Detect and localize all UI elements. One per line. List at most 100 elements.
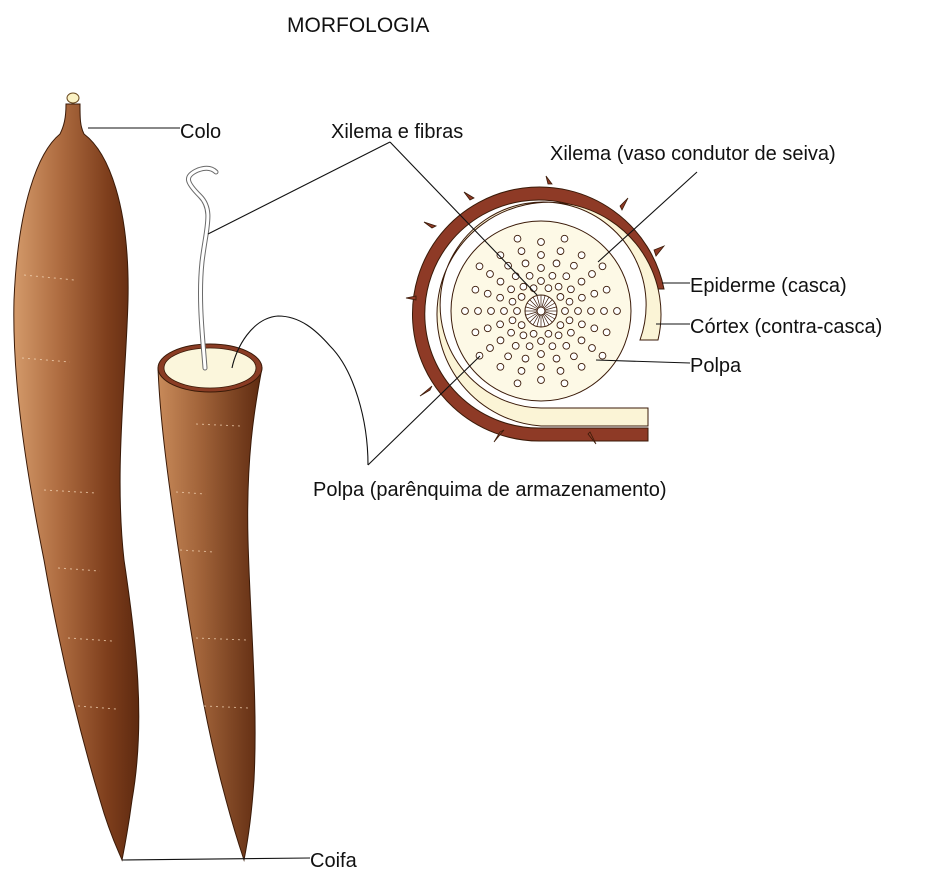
xylem-vessel — [579, 294, 586, 301]
xylem-vessel — [578, 337, 585, 344]
xylem-vessel — [509, 317, 516, 324]
xylem-vessel — [578, 252, 585, 259]
xylem-vessel — [579, 321, 586, 328]
xylem-vessel — [563, 273, 570, 280]
xylem-vessel — [562, 308, 569, 315]
xylem-vessel — [512, 342, 519, 349]
whole-root — [14, 93, 139, 860]
xylem-vessel — [488, 308, 495, 315]
xylem-vessel — [557, 322, 564, 329]
xylem-vessel — [518, 368, 525, 375]
label-colo: Colo — [180, 121, 221, 143]
xylem-vessel — [568, 286, 575, 293]
xylem-vessel — [514, 235, 521, 242]
label-polpa-parenquima: Polpa (parênquima de armazenamento) — [313, 479, 667, 501]
root-neck-cap — [67, 93, 79, 103]
label-coifa: Coifa — [310, 850, 358, 872]
xylem-vessel — [472, 286, 479, 293]
xylem-vessel — [497, 294, 504, 301]
xylem-vessel — [505, 353, 512, 360]
xylem-vessel — [588, 308, 595, 315]
xylem-vessel — [553, 355, 560, 362]
xylem-vessel — [561, 235, 568, 242]
xylem-vessel — [509, 298, 516, 305]
xylem-vessel — [508, 286, 515, 293]
xylem-vessel — [591, 290, 598, 297]
xylem-vessel — [603, 329, 610, 336]
xylem-vessel — [571, 353, 578, 360]
root-cross-section — [406, 176, 664, 444]
xylem-vessel — [522, 355, 529, 362]
xylem-vessel — [589, 345, 596, 352]
label-epiderme: Epiderme (casca) — [690, 275, 847, 297]
xylem-vessel — [549, 272, 556, 279]
xylem-vessel — [538, 278, 545, 285]
xylem-vessel — [475, 308, 482, 315]
xylem-vessel — [484, 325, 491, 332]
xylem-vessel — [538, 265, 545, 272]
xylem-vessel — [512, 273, 519, 280]
xylem-vessel — [557, 368, 564, 375]
xylem-vessel — [476, 263, 483, 270]
xylem-vessel — [566, 298, 573, 305]
xylem-vessel — [514, 380, 521, 387]
xylem-vessel — [472, 329, 479, 336]
xylem-vessel — [538, 377, 545, 384]
xylem-vessel — [497, 363, 504, 370]
xylem-vessel — [538, 239, 545, 246]
xylem-vessel — [508, 329, 515, 336]
xylem-vessel — [599, 263, 606, 270]
xylem-vessel — [497, 321, 504, 328]
cut-root — [158, 168, 262, 860]
xylem-vessel — [484, 290, 491, 297]
xylem-vessel — [462, 308, 469, 315]
xylem-vessel — [497, 337, 504, 344]
xylem-vessel — [538, 351, 545, 358]
xylem-vessel — [599, 352, 606, 359]
xylem-vessel — [589, 271, 596, 278]
xylem-vessel — [555, 283, 562, 290]
xylem-vessel — [557, 248, 564, 255]
xylem-vessel — [566, 317, 573, 324]
xylem-vessel — [545, 285, 552, 292]
xylem-vessel — [601, 308, 608, 315]
xylem-vessel — [514, 308, 521, 315]
cut-surface-flesh — [164, 348, 256, 388]
xylem-vessel — [538, 364, 545, 371]
xylem-vessel — [538, 338, 545, 345]
label-xilema-vaso: Xilema (vaso condutor de seiva) — [550, 143, 836, 165]
label-xilema-fibras: Xilema e fibras — [331, 121, 463, 143]
xylem-vessel — [538, 252, 545, 259]
xylem-vessel — [614, 308, 621, 315]
xylem-vessel — [571, 262, 578, 269]
label-cortex: Córtex (contra-casca) — [690, 316, 882, 338]
xylem-vessel — [575, 308, 582, 315]
xylem-vessel — [561, 380, 568, 387]
label-polpa: Polpa — [690, 355, 742, 377]
xylem-vessel — [591, 325, 598, 332]
xylem-vessel — [563, 342, 570, 349]
xylem-vessel — [557, 294, 564, 301]
xylem-vessel — [545, 330, 552, 337]
xylem-vessel — [518, 294, 525, 301]
leader-xilema-fibras-a — [208, 142, 390, 234]
xylem-vessel — [497, 278, 504, 285]
xylem-vessel — [487, 271, 494, 278]
xylem-vessel — [530, 330, 537, 337]
xylem-vessel — [501, 308, 508, 315]
xylem-vessel — [549, 343, 556, 350]
xylem-vessel — [520, 283, 527, 290]
xylem-vessel — [555, 332, 562, 339]
xylem-vessel — [526, 272, 533, 279]
xylem-vessel — [522, 260, 529, 267]
xylem-vessel — [518, 322, 525, 329]
xylem-vessel — [553, 260, 560, 267]
xylem-vessel — [526, 343, 533, 350]
leader-coifa — [122, 858, 310, 860]
xylem-vessel — [578, 278, 585, 285]
xylem-vessel — [578, 363, 585, 370]
xylem-vessel — [520, 332, 527, 339]
xylem-vessel — [487, 345, 494, 352]
xylem-vessel — [603, 286, 610, 293]
